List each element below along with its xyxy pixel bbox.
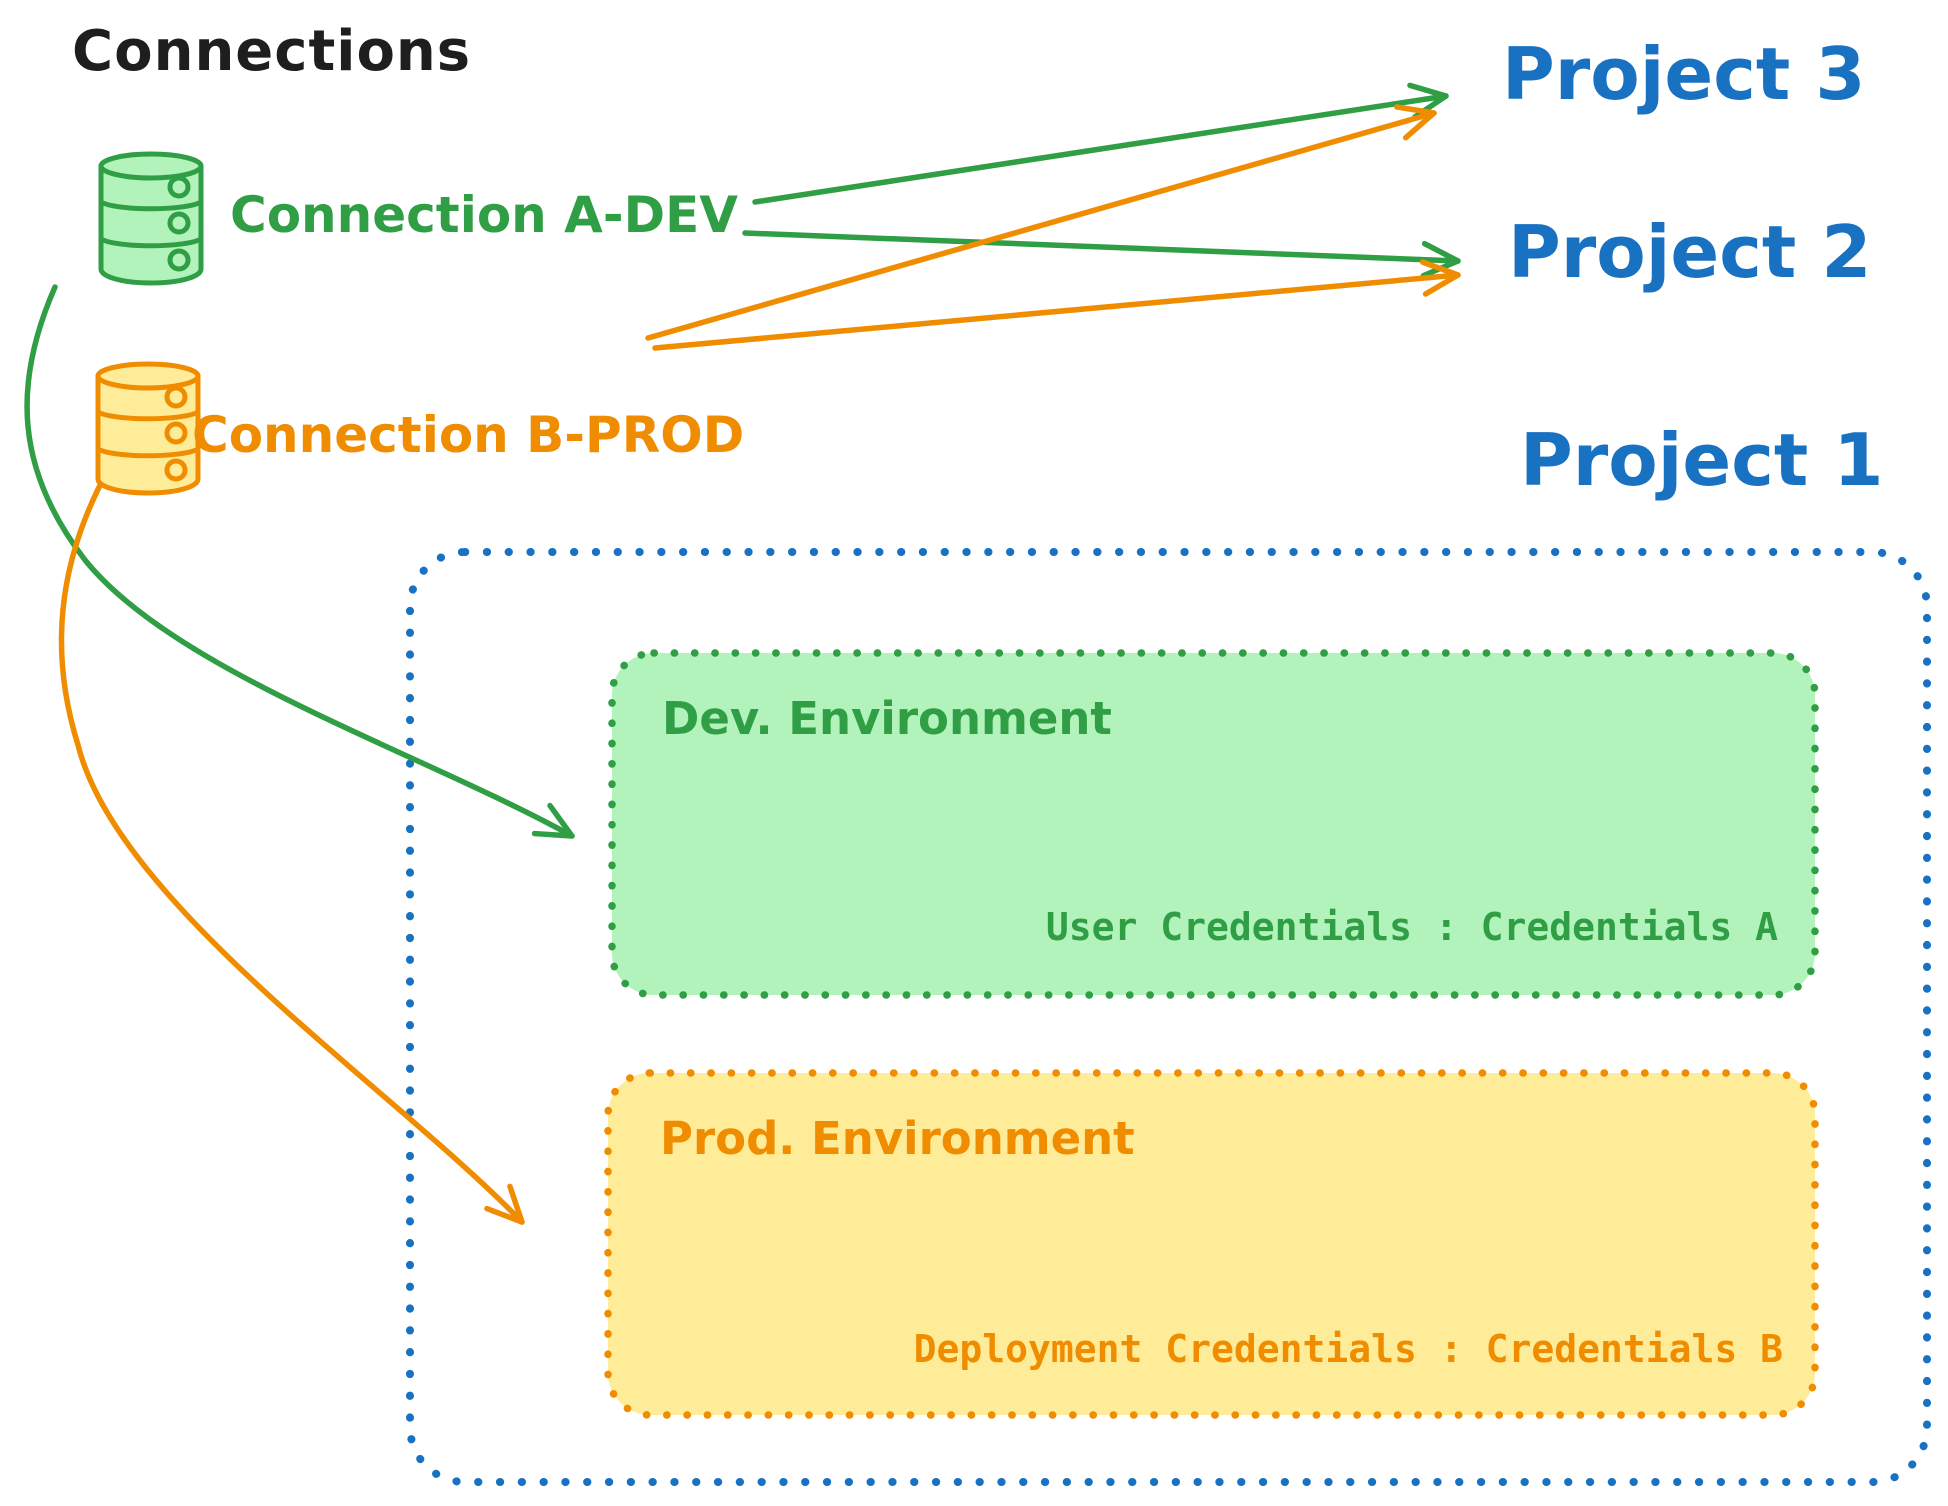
arrow-b-prod-to-project-2 [652,259,1461,351]
database-icon-dev [98,151,204,286]
prod-environment-box [604,1069,1819,1419]
connection-a-dev-label: Connection A-DEV [230,186,738,244]
project-3-label: Project 3 [1502,32,1866,116]
diagram-title: Connections [72,19,472,84]
arrow-a-dev-to-project-3 [752,82,1449,205]
dev-credentials-text: User Credentials : Credentials A [1045,905,1778,949]
database-icon-prod [95,361,201,496]
dev-environment-box [608,649,1819,999]
prod-environment-title: Prod. Environment [660,1112,1135,1165]
prod-credentials-text: Deployment Credentials : Credentials B [913,1327,1783,1371]
arrow-a-dev-to-project-2 [742,230,1461,279]
arrow-b-prod-to-project-3 [645,104,1437,341]
project-1-label: Project 1 [1520,418,1884,502]
arrow-a-dev-to-dev-environment [24,284,575,839]
connection-b-prod-label: Connection B-PROD [192,406,745,464]
dev-environment-title: Dev. Environment [662,692,1112,745]
arrow-b-prod-to-prod-environment [58,467,525,1225]
project-2-label: Project 2 [1508,210,1872,294]
